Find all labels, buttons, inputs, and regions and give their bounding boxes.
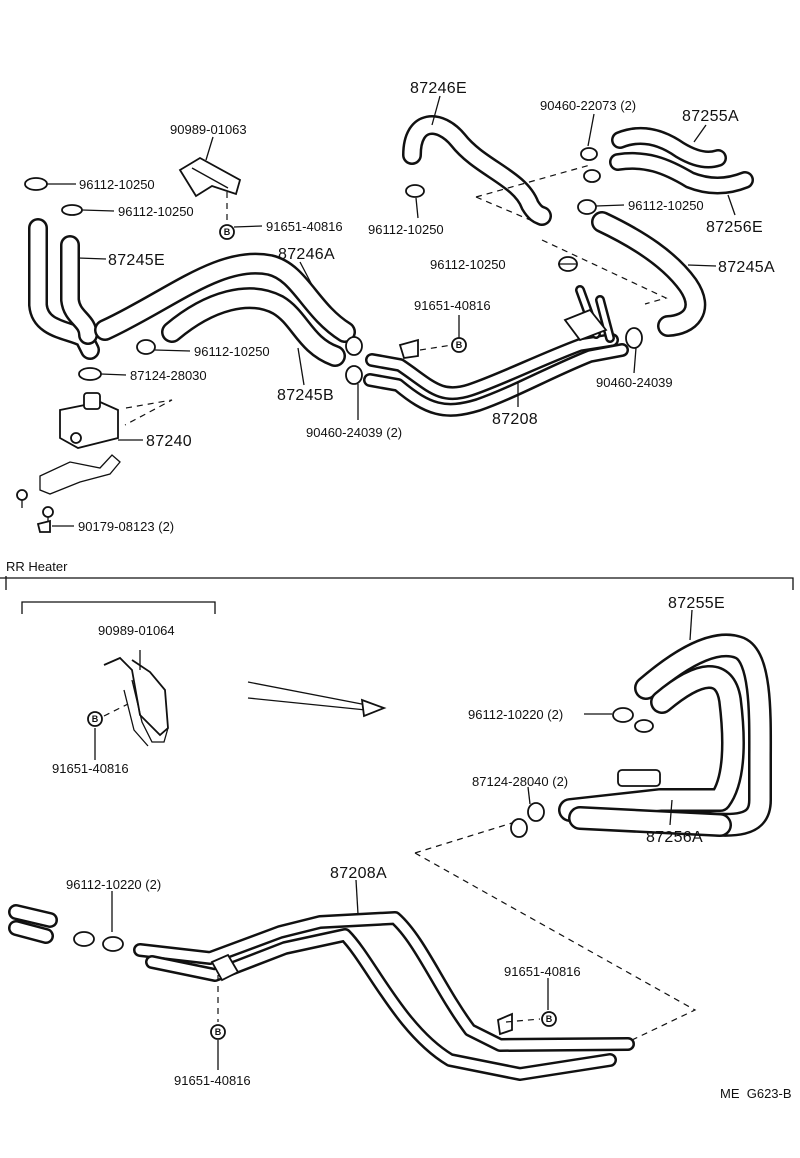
pipe-87208a bbox=[8, 904, 635, 1081]
labels-top: 87246E 90460-22073 (2) 87255A 90989-0106… bbox=[78, 80, 775, 534]
hose-87256a bbox=[558, 665, 745, 837]
label-90989-01063: 90989-01063 bbox=[170, 122, 247, 137]
label-87208: 87208 bbox=[492, 411, 538, 428]
section-label-rr-heater: RR Heater bbox=[6, 559, 68, 574]
footer-code: ME G623-B bbox=[720, 1086, 792, 1101]
bolt-b-icon bbox=[87, 711, 103, 727]
bolt-b-label: B bbox=[546, 1014, 553, 1024]
bracket-90989-01064 bbox=[103, 650, 169, 747]
leader-lines-top bbox=[46, 95, 736, 527]
valve-87240 bbox=[16, 392, 121, 525]
label-90460-24039-a: 90460-24039 (2) bbox=[306, 425, 402, 440]
bolt-b-label: B bbox=[456, 340, 463, 350]
label-91651-40816-d: 91651-40816 bbox=[504, 964, 581, 979]
bolt-b-label: B bbox=[215, 1027, 222, 1037]
dashed-guides-top bbox=[124, 164, 668, 426]
hose-87245e bbox=[28, 218, 100, 360]
bracket-90989-01063 bbox=[178, 156, 242, 198]
label-91651-40816-e: 91651-40816 bbox=[174, 1073, 251, 1088]
hose-87255e bbox=[608, 633, 773, 837]
label-90460-22073: 90460-22073 (2) bbox=[540, 98, 636, 113]
label-96112-10250-b: 96112-10250 bbox=[118, 204, 194, 219]
label-87256e: 87256E bbox=[706, 219, 763, 236]
label-90179-08123: 90179-08123 (2) bbox=[78, 519, 174, 534]
bolt-b-icon bbox=[210, 1024, 226, 1040]
label-87246a: 87246A bbox=[278, 246, 335, 263]
label-87124-28040: 87124-28040 (2) bbox=[472, 774, 568, 789]
pipe-87208 bbox=[363, 285, 629, 417]
label-91651-40816-b: 91651-40816 bbox=[414, 298, 491, 313]
bolt-b-icon bbox=[541, 1011, 557, 1027]
label-87240: 87240 bbox=[146, 433, 192, 450]
label-90460-24039-b: 90460-24039 bbox=[596, 375, 673, 390]
clamp-group-top bbox=[24, 147, 643, 533]
leader-lines-lower bbox=[111, 609, 693, 1070]
label-87245b: 87245B bbox=[277, 387, 334, 404]
direction-arrow bbox=[247, 681, 387, 718]
label-87255e: 87255E bbox=[668, 595, 725, 612]
bolt-b-label: B bbox=[224, 227, 231, 237]
label-87256a: 87256A bbox=[646, 829, 703, 846]
label-96112-10250-e: 96112-10250 bbox=[430, 257, 506, 272]
label-96112-10250-c: 96112-10250 bbox=[368, 222, 444, 237]
label-90989-01064: 90989-01064 bbox=[98, 623, 175, 638]
hose-87245a bbox=[591, 211, 707, 337]
label-96112-10250-a: 96112-10250 bbox=[79, 177, 155, 192]
label-96112-10220-a: 96112-10220 (2) bbox=[468, 707, 563, 722]
label-87246e: 87246E bbox=[410, 80, 467, 97]
label-96112-10250-f: 96112-10250 bbox=[194, 344, 270, 359]
hose-87255a bbox=[611, 126, 727, 169]
hose-87246a bbox=[94, 252, 356, 343]
bolt-b-label: B bbox=[92, 714, 99, 724]
hose-87256e bbox=[609, 151, 754, 195]
bolt-b-icon bbox=[219, 224, 235, 240]
hose-87245b bbox=[161, 287, 346, 367]
label-96112-10250-d: 96112-10250 bbox=[628, 198, 704, 213]
hose-87246e bbox=[402, 115, 552, 226]
label-87255a: 87255A bbox=[682, 108, 739, 125]
label-87124-28030: 87124-28030 bbox=[130, 368, 207, 383]
clamp-group-lower bbox=[73, 707, 654, 952]
label-87245a: 87245A bbox=[718, 259, 775, 276]
label-91651-40816-c: 91651-40816 bbox=[52, 761, 129, 776]
label-87245e: 87245E bbox=[108, 252, 165, 269]
label-96112-10220-b: 96112-10220 (2) bbox=[66, 877, 161, 892]
bolt-marks-top: B B bbox=[219, 224, 467, 353]
dashed-guides-lower bbox=[217, 822, 697, 1041]
label-91651-40816-a: 91651-40816 bbox=[266, 219, 343, 234]
rr-heater-section-frame: RR Heater bbox=[0, 559, 794, 614]
labels-lower: 87255E 90989-01064 96112-10220 (2) 91651… bbox=[52, 595, 792, 1101]
label-87208a: 87208A bbox=[330, 865, 387, 882]
